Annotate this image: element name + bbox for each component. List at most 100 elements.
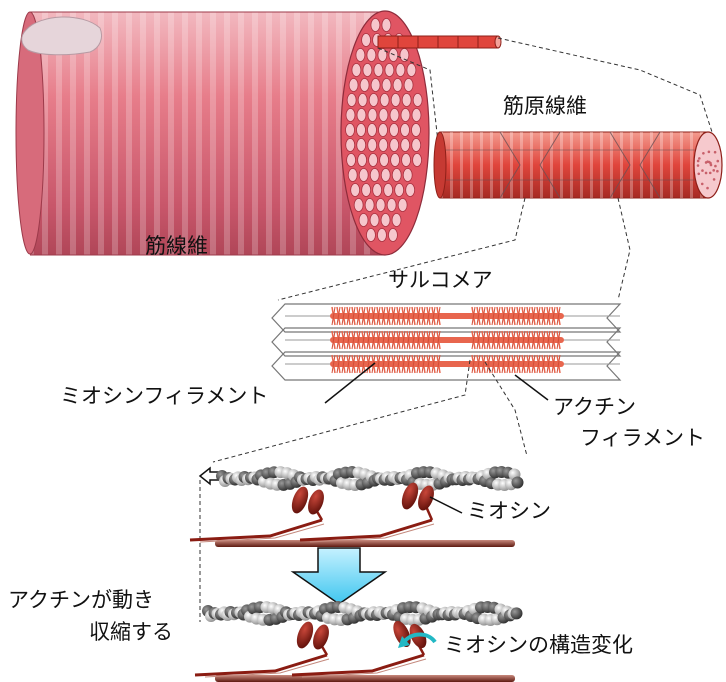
myosin-cross-bridge [421,354,426,374]
myosin-cross-bridge [426,354,431,374]
myofibril-end-dot [712,178,716,181]
myosin-cross-bridge [351,330,356,350]
fiber-end-cell [346,93,357,107]
myosin-tail [309,523,435,543]
fiber-end-cell [389,138,400,152]
myosin-cross-bridge [346,330,351,350]
myosin-cross-bridge [501,306,506,326]
myosin-cross-bridge [411,330,416,350]
myosin-cross-bridge [546,354,551,374]
fiber-end-cell [369,213,380,227]
fiber-end-cell [357,153,367,167]
myosin-leader [429,496,463,514]
myofibril-end-dot [697,172,701,176]
label-actin-filament-line2: フィラメント [580,426,705,450]
label-sarcomere: サルコメア [388,268,493,292]
myosin-cross-bridge [356,306,361,326]
myofibril-end-dot [708,171,712,175]
label-myosin: ミオシン [467,499,551,523]
fiber-end-cell [377,228,387,242]
myosin-cross-bridge [391,330,396,350]
fiber-end-cell [401,153,411,167]
myosin-cross-bridge [351,354,356,374]
myosin-cross-bridge [366,354,371,374]
myosin-cross-bridge [491,306,496,326]
myosin-head [401,482,419,510]
zoom-line-to-molecular-left [212,359,471,463]
myosin-cross-bridge [376,354,381,374]
fiber-end-cell [370,78,381,92]
myofibril-end-dot [704,161,708,164]
myosin-cross-bridge [521,354,526,374]
fiber-end-cell [368,153,378,167]
myosin-cross-bridge [371,330,376,350]
fiber-end-cell [381,18,392,32]
nucleus-shape [21,16,103,56]
fiber-end-cell [386,198,397,212]
fiber-end-cell [383,183,394,197]
myosin-cross-bridge [416,306,421,326]
fiber-end-cell [356,138,367,152]
myosin-cross-bridge [551,354,556,374]
myosin-head [313,624,329,650]
myosin-cross-bridge [426,330,431,350]
zoom-line-to-myofibril [377,47,439,150]
myosin-cross-bridge [396,354,401,374]
myosin-cross-bridge [361,330,366,350]
fiber-end-cell [411,138,422,152]
contraction-down-arrow-icon [290,547,388,605]
label-actin-moves-line2: 収縮する [89,620,173,644]
myosin-head [291,486,309,514]
fiber-end-cell [377,48,388,62]
myosin-cross-bridge [506,330,511,350]
myosin-cross-bridge [501,330,506,350]
myosin-cross-bridge [496,354,501,374]
myosin-cross-bridge [541,306,546,326]
myosin-cross-bridge [386,354,391,374]
fiber-end-cell [351,63,362,77]
myosin-cross-bridge [401,354,406,374]
fiber-end-cell [362,63,373,77]
fiber-end-cell [384,63,395,77]
myofibril-end-dot [716,159,720,163]
myosin-tail [301,658,427,678]
fiber-end-cell [372,183,383,197]
myosin-cross-bridge [381,354,386,374]
fiber-end-cell [378,123,388,137]
myosin-cross-bridge [431,354,436,374]
myosin-cross-bridge [496,306,501,326]
myosin-cross-bridge [386,306,391,326]
fiber-end-cell [358,213,369,227]
fiber-end-cell [380,168,391,182]
fiber-end-cell [402,168,413,182]
myosin-cross-bridge [546,306,551,326]
myosin-cross-bridge [516,306,521,326]
myosin-cross-bridge [351,306,356,326]
molecular-view-before [189,466,524,547]
fiber-end-cell [390,153,400,167]
myofibril-end-dot [696,159,700,163]
fiber-end-cell [373,63,384,77]
myosin-cross-bridge [476,330,481,350]
fiber-end-cell [367,123,377,137]
fiber-end-cell [345,108,356,122]
myosin-cross-bridge [496,330,501,350]
fiber-end-cell [370,18,381,32]
myosin-cross-bridge [356,330,361,350]
myosin-cross-bridge [391,354,396,374]
fiber-end-cell [368,93,379,107]
myosin-cross-bridge [481,306,486,326]
fiber-end-cell [350,183,361,197]
myofibril-end-dot [712,169,716,172]
myosin-cross-bridge [526,354,531,374]
myosin-cross-bridge [336,306,341,326]
myosin-cross-bridge [531,354,536,374]
myosin-cross-bridge [481,330,486,350]
fiber-end-cell [356,123,366,137]
myosin-cross-bridge [531,306,536,326]
fiber-end-cell [380,213,391,227]
myofibril-end-dot [698,157,701,160]
fiber-end-cell [356,108,367,122]
fiber-end-cell [389,108,400,122]
fiber-end-cell [400,108,411,122]
